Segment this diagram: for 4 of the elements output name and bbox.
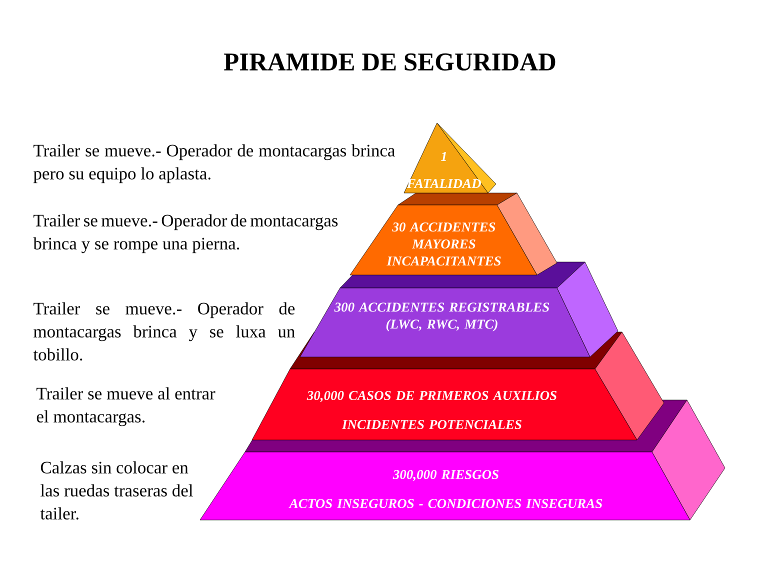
note: Trailer se mueve.- Operador de montacargas brinca y se rompe una pierna. (33, 214, 338, 254)
note: Trailer se mueve.- Operador de montacargas brinca pero su equipo lo aplasta. (33, 144, 395, 184)
pyramid-tier: 30 ACCIDENTES MAYORES INCAPACITANTES (350, 192, 558, 276)
title: PIRAMIDE DE SEGURIDAD (224, 53, 556, 71)
